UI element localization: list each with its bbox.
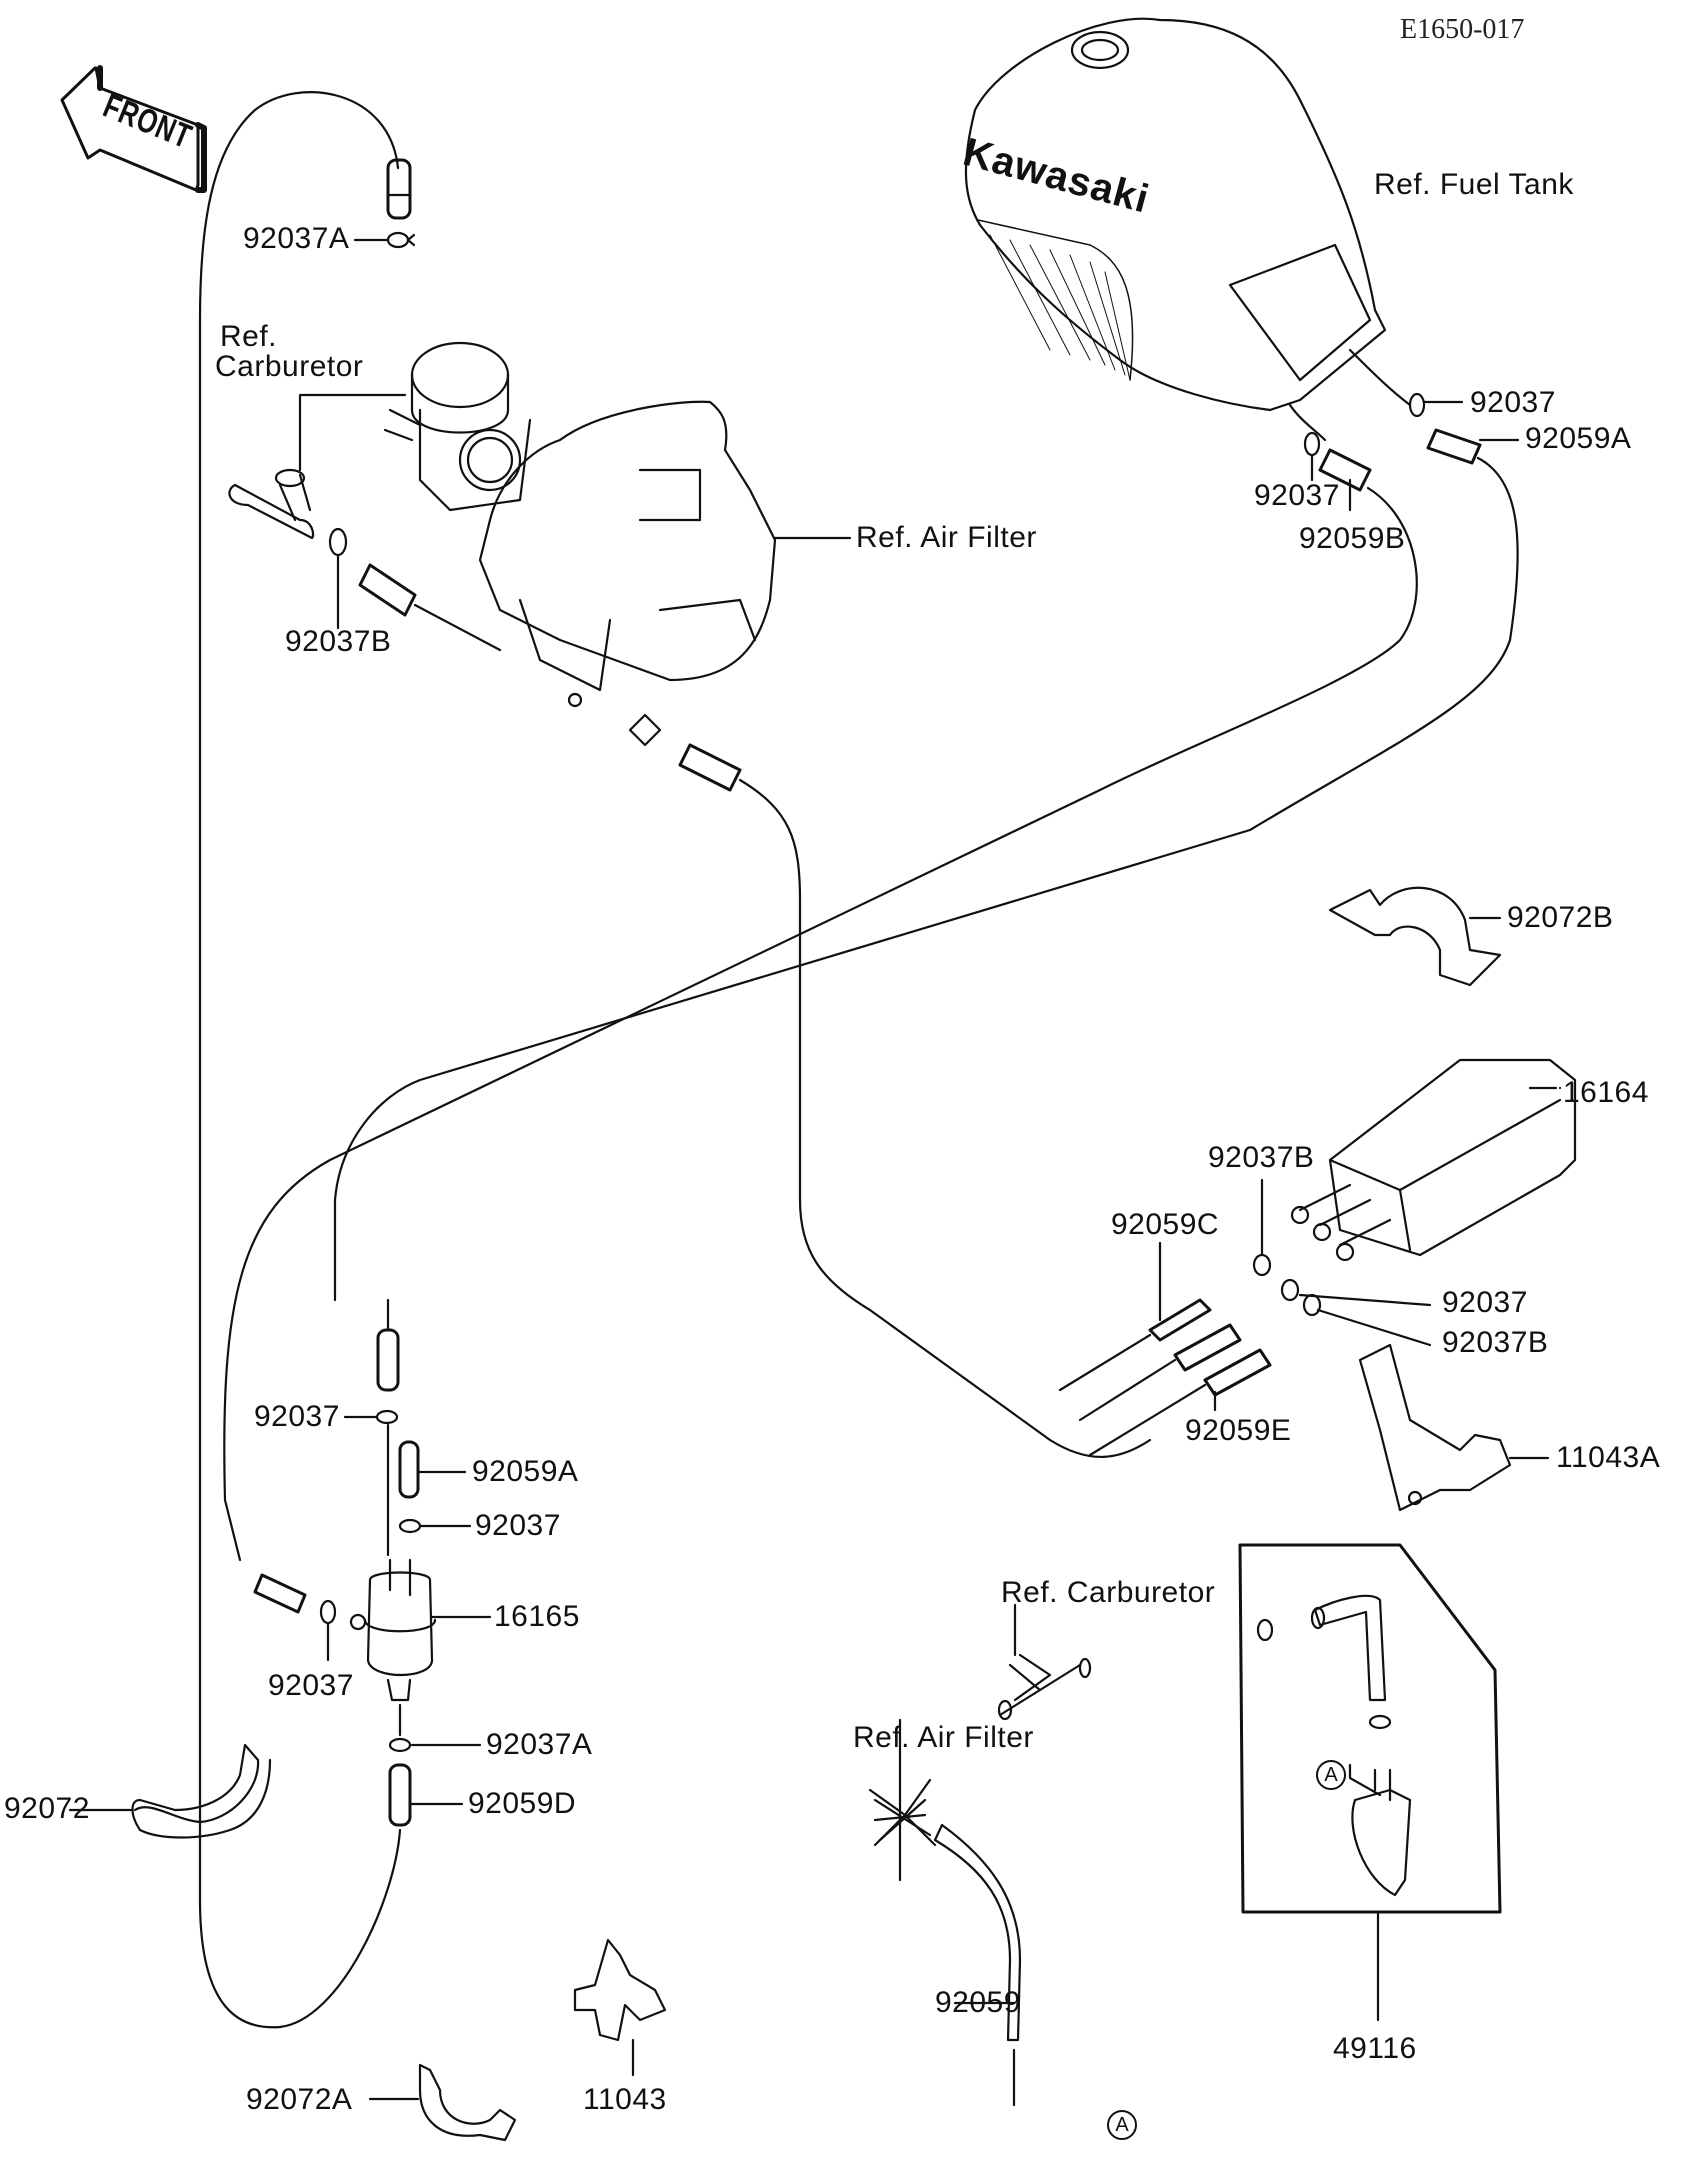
part-label[interactable]: 92037A (243, 222, 350, 255)
carburetor-icon (298, 341, 532, 512)
drawing-code: E1650-017 (1400, 14, 1525, 45)
band-clamp-icon (1328, 886, 1502, 987)
callout-a-marker-hose: A (1107, 2110, 1137, 2140)
clamp-icon (1408, 392, 1464, 418)
carburetor-tee-icon (997, 1603, 1092, 1721)
part-label[interactable]: 11043A (1556, 1441, 1661, 1474)
air-filter-icon (478, 400, 1152, 1459)
part-label[interactable]: 92037 (1470, 386, 1556, 419)
band-icon (68, 1743, 272, 1839)
ref-fuel-tank-label: Ref. Fuel Tank (1374, 168, 1574, 201)
ref-carburetor-label-line2: Carburetor (215, 350, 364, 383)
part-label[interactable]: 92059B (1299, 522, 1406, 555)
clamp-icon (353, 231, 416, 249)
part-label[interactable]: 92037B (285, 625, 392, 658)
hose-fitting-top (386, 158, 412, 220)
part-label[interactable]: 49116 (1333, 2032, 1417, 2065)
tank-hatching (989, 234, 1131, 381)
hose-fitting (333, 428, 1520, 1302)
part-label[interactable]: 92037B (1442, 1326, 1549, 1359)
part-label[interactable]: 92059E (1185, 1414, 1292, 1447)
part-label[interactable]: 11043 (583, 2083, 667, 2116)
bracket-icon (1358, 1343, 1550, 1512)
part-label[interactable]: 92037B (1208, 1141, 1315, 1174)
canister-hoses (1058, 1178, 1432, 1457)
part-label[interactable]: 92072A (246, 2083, 353, 2116)
front-label: FRONT (98, 86, 198, 157)
ref-air-filter-label: Ref. Air Filter (856, 521, 1037, 554)
part-label[interactable]: 92059C (1111, 1208, 1220, 1241)
part-label[interactable]: 92059A (472, 1455, 579, 1488)
bracket-small-icon (573, 1938, 667, 2077)
part-label[interactable]: 92037 (254, 1400, 340, 1433)
ref-air-filter-lower-label: Ref. Air Filter (853, 1721, 1034, 1754)
part-label[interactable]: 92072 (4, 1792, 90, 1825)
part-label[interactable]: 92059A (1525, 422, 1632, 455)
inset-box (1238, 1543, 1502, 2022)
part-label[interactable]: 92037 (1254, 479, 1340, 512)
canister-icon (1290, 1058, 1577, 1262)
part-label[interactable]: 92059D (468, 1787, 577, 1820)
part-label[interactable]: 16165 (494, 1600, 580, 1633)
hose-fitting (358, 563, 502, 652)
ref-carburetor-lower-label: Ref. Carburetor (1001, 1576, 1216, 1609)
hose-92059 (933, 1823, 1022, 2107)
clamp-icon (328, 527, 348, 630)
clamp-a-icon (368, 2063, 517, 2142)
part-label[interactable]: 92037 (268, 1669, 354, 1702)
part-label[interactable]: 92037 (1442, 1286, 1528, 1319)
callout-a-marker-inset: A (1316, 1760, 1346, 1790)
part-label[interactable]: 16164 (1563, 1076, 1649, 1109)
part-label[interactable]: 92037 (475, 1509, 561, 1542)
separator-icon (253, 1298, 492, 1827)
hose-left-loop (198, 91, 412, 2029)
fuel-tank-icon (964, 17, 1412, 442)
clamp-icon (1303, 431, 1321, 482)
air-filter-cross-icon (868, 1718, 937, 1882)
hose-fitting (223, 448, 1418, 1562)
tee-fitting-icon (228, 468, 315, 540)
part-label[interactable]: 92037A (486, 1728, 593, 1761)
front-arrow-icon (60, 65, 207, 193)
part-label[interactable]: 92072B (1507, 901, 1614, 934)
part-label[interactable]: 92059 (935, 1986, 1021, 2019)
ref-carburetor-label-line1: Ref. (220, 320, 278, 353)
